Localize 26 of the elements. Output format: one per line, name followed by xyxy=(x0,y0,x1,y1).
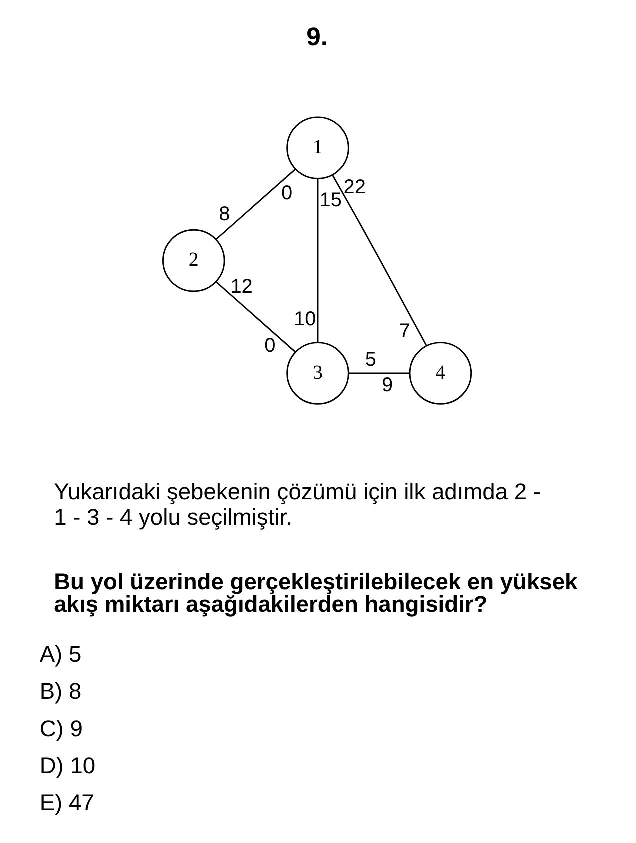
node-label: 5 xyxy=(365,348,376,370)
node-label: 8 xyxy=(219,202,230,225)
node-label: 0 xyxy=(264,334,276,357)
label: E) 47 xyxy=(40,788,94,815)
label: Yukarıdaki şebekenin çözümü için ilk adımda 2 - 1 - 3 - 4 yolu seçilmiştir. xyxy=(54,478,542,530)
label: B) 8 xyxy=(40,678,82,704)
node-label: 15 xyxy=(320,189,342,212)
node-circle: 4 xyxy=(409,342,472,404)
node-label: 0 xyxy=(282,182,293,204)
label: 9. xyxy=(306,22,328,51)
connector xyxy=(348,372,410,374)
node-circle: 2 xyxy=(162,228,226,292)
node-label: 10 xyxy=(294,308,316,330)
node-label: 12 xyxy=(230,275,253,298)
label: Bu yol üzerinde gerçekleştirilebilecek en yüksek akış miktarı aşağıdakilerden hangisidir? xyxy=(54,568,578,617)
node-circle: 3 xyxy=(286,342,350,404)
connector xyxy=(317,178,319,342)
node-circle: 1 xyxy=(286,116,350,179)
connector xyxy=(216,281,296,352)
label: A) 5 xyxy=(40,640,82,667)
connector xyxy=(216,168,296,240)
node-label: 9 xyxy=(382,374,394,396)
connector xyxy=(332,174,428,346)
label: C) 9 xyxy=(40,714,83,741)
label: D) 10 xyxy=(40,752,96,778)
node-label: 7 xyxy=(399,320,410,342)
